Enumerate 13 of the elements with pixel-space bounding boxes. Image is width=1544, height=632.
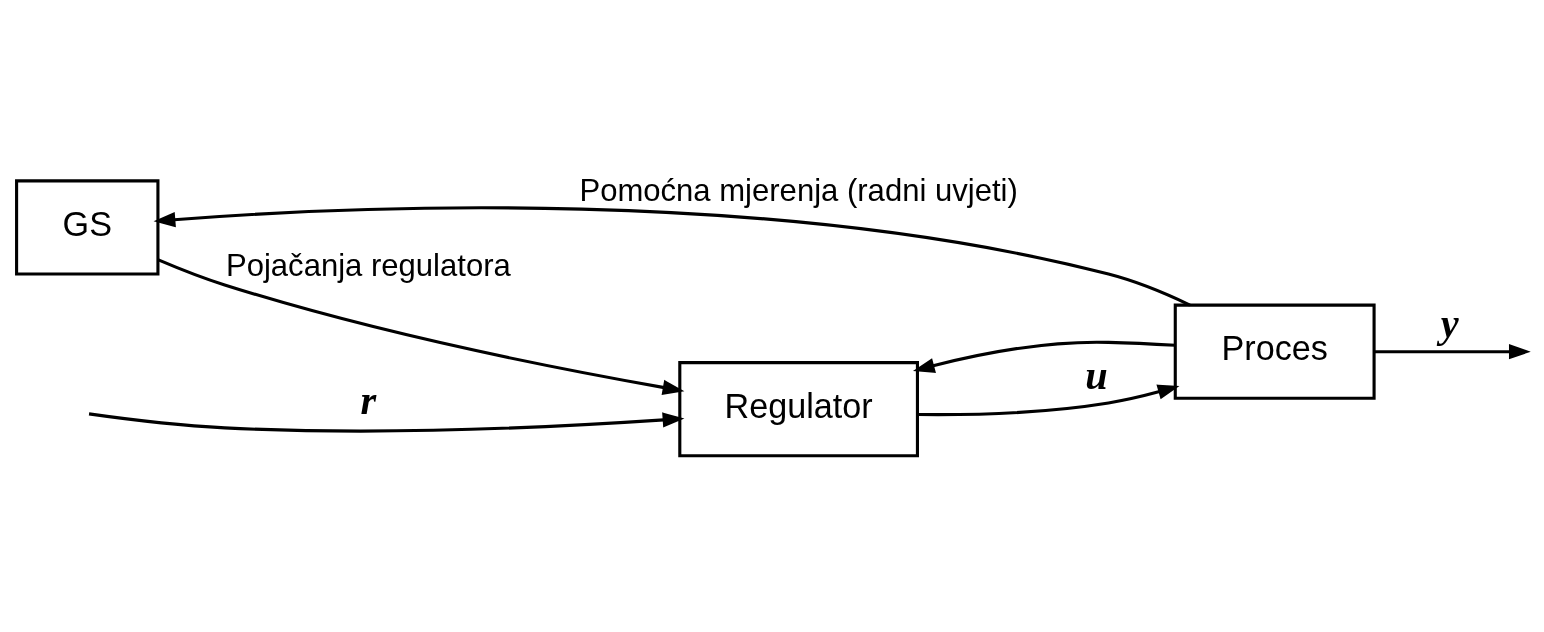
edge-label: Pomoćna mjerenja (radni uvjeti) [579,173,1018,209]
node-box: Proces [1173,303,1376,400]
node-box: GS [15,179,160,276]
arrow [1374,344,1531,360]
edge-label: u [1085,352,1108,398]
node-box: Regulator [678,361,919,458]
arrow [918,384,1180,417]
edge-label: Pojačanja regulatora [225,247,511,283]
arrow [912,340,1176,373]
arrow [153,206,1191,307]
edge-label: r [360,377,377,423]
arrow [157,258,685,395]
arrow [88,412,685,433]
